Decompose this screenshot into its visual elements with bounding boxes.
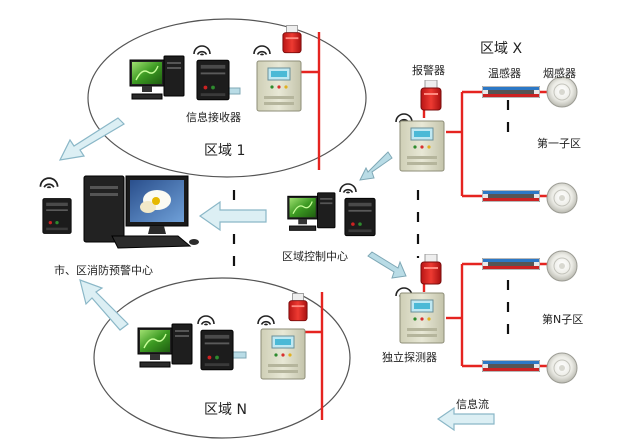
dashed-separators [232, 100, 510, 338]
standalone-detector-icon [399, 292, 445, 344]
regionN-computer-icon [137, 323, 193, 368]
gprs-signal-icon [193, 45, 211, 56]
arrow-region1-to-center [58, 117, 125, 161]
temp-sensor-icon [482, 258, 540, 270]
regionN-detector-icon [260, 328, 306, 380]
gprs-signal-icon [257, 315, 275, 326]
info-flow-label: 信息流 [456, 398, 489, 411]
city-center-label: 市、区消防预警中心 [54, 264, 153, 277]
regionN-receiver-icon [200, 329, 234, 371]
subzone-1-label: 第一子区 [537, 137, 581, 150]
center-receiver-icon [42, 198, 72, 234]
arrow-info-flow-legend [436, 406, 495, 432]
standalone-alarm-icon [420, 254, 442, 285]
alarm-label: 报警器 [412, 64, 445, 77]
region1-detector-icon [256, 60, 302, 112]
region-1-label: 区域 1 [204, 143, 246, 159]
temp-sensor-label: 温感器 [488, 67, 521, 80]
control-computer-icon [287, 192, 336, 232]
sensors [482, 76, 578, 384]
gprs-signal-icon [39, 177, 59, 189]
subzone-n-label: 第N子区 [542, 313, 584, 326]
pc-tower-icon [83, 175, 125, 243]
info-receiver-label: 信息接收器 [186, 111, 241, 124]
standalone-detector-label: 独立探测器 [382, 351, 437, 364]
region1-alarm-icon [282, 24, 302, 54]
temp-sensor-icon [482, 190, 540, 202]
arrow-detectorX-to-control [359, 151, 393, 181]
regionX-detector-icon [399, 120, 445, 172]
gprs-signal-icon [197, 315, 215, 326]
standalone-detector [395, 254, 445, 344]
regionN-alarm-icon [288, 292, 308, 322]
region-control-center [287, 183, 376, 237]
city-center-computer [39, 175, 199, 249]
temp-sensor-icon [482, 86, 540, 98]
smoke-detector-icon [546, 182, 578, 214]
regionX-alarm-icon [420, 80, 442, 111]
small-arrows [215, 83, 407, 363]
keyboard-icon [111, 235, 192, 249]
region-control-label: 区域控制中心 [282, 250, 348, 263]
arrow-control-to-center [198, 200, 267, 232]
smoke-detector-icon [546, 76, 578, 108]
region1-computer-icon [129, 55, 185, 100]
info-flow-arrows [58, 117, 495, 432]
region-1-boundary [87, 18, 367, 178]
control-receiver-icon [344, 197, 376, 237]
smoke-detector-icon [546, 250, 578, 282]
arrow-regionN-to-center [79, 279, 129, 331]
smoke-sensor-label: 烟感器 [543, 67, 576, 80]
gprs-signal-icon [253, 45, 271, 56]
region-n-devices [137, 292, 308, 380]
temp-sensor-icon [482, 360, 540, 372]
smoke-detector-icon [546, 352, 578, 384]
region-1-devices [129, 24, 302, 112]
region-x-detector [395, 80, 445, 172]
region-n-boundary [93, 277, 351, 439]
region-n-label: 区域 N [204, 402, 247, 418]
mouse-icon [189, 239, 199, 245]
region1-receiver-icon [196, 59, 230, 101]
region-x-label: 区域 X [480, 41, 523, 57]
arrow-control-to-standalone [367, 251, 407, 279]
gprs-signal-icon [339, 183, 357, 194]
